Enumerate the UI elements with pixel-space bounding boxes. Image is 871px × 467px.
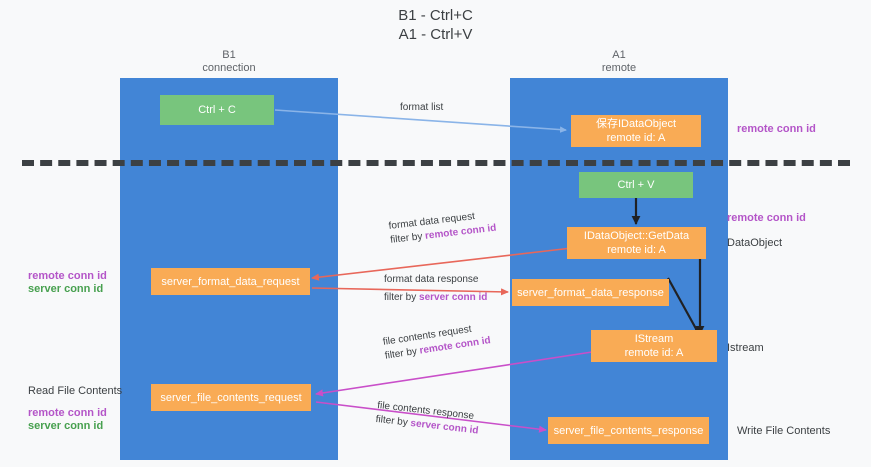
box-save-idataobject[interactable]: 保存IDataObject remote id: A bbox=[571, 115, 701, 147]
box-ctrl-v[interactable]: Ctrl + V bbox=[579, 172, 693, 198]
box-istream-line2: remote id: A bbox=[624, 347, 684, 359]
box-idataobject-getdata-line1: IDataObject::GetData bbox=[583, 230, 690, 242]
side-label-remote-conn-id-dataobject: remote conn id bbox=[727, 212, 806, 224]
edge-label-format-data-response-key: server conn id bbox=[419, 292, 488, 303]
edge-label-format-data-request-prefix: filter by bbox=[389, 230, 426, 246]
box-server-file-contents-request-line1: server_file_contents_request bbox=[160, 391, 302, 404]
side-label-dataobject: DataObject bbox=[727, 237, 783, 249]
side-label-remote-conn-id-top: remote conn id bbox=[737, 123, 816, 135]
box-istream[interactable]: IStream remote id: A bbox=[591, 330, 717, 362]
box-server-format-data-request[interactable]: server_format_data_request bbox=[151, 268, 310, 295]
title-line-1: B1 - Ctrl+C bbox=[398, 7, 473, 24]
side-label-left-server-conn-id-2: server conn id bbox=[28, 420, 104, 432]
edge-label-format-data-response: format data response filter by server co… bbox=[384, 273, 487, 305]
box-ctrl-v-line1: Ctrl + V bbox=[617, 179, 655, 191]
box-server-format-data-request-line1: server_format_data_request bbox=[161, 275, 300, 288]
box-server-format-data-response[interactable]: server_format_data_response bbox=[512, 279, 669, 306]
column-header-a1-name: A1 bbox=[612, 49, 626, 61]
column-header-a1: A1 remote bbox=[509, 49, 729, 75]
box-server-file-contents-response[interactable]: server_file_contents_response bbox=[548, 417, 709, 444]
title-line-2: A1 - Ctrl+V bbox=[398, 26, 473, 43]
edge-label-file-contents-request: file contents request filter by remote c… bbox=[382, 320, 492, 363]
edge-label-file-contents-request-prefix: filter by bbox=[384, 345, 421, 362]
side-label-write-file-contents: Write File Contents bbox=[737, 425, 831, 437]
box-server-format-data-response-line1: server_format_data_response bbox=[517, 286, 664, 299]
edge-label-format-list: format list bbox=[400, 101, 443, 115]
edge-label-file-contents-response: file contents response filter by server … bbox=[375, 399, 481, 439]
edge-label-format-data-response-prefix: filter by bbox=[384, 292, 420, 303]
column-header-a1-subtitle: remote bbox=[601, 62, 637, 74]
box-server-file-contents-request[interactable]: server_file_contents_request bbox=[151, 384, 311, 411]
side-label-istream: Istream bbox=[727, 342, 764, 354]
column-header-b1-subtitle: connection bbox=[202, 62, 256, 74]
box-idataobject-getdata-line2: remote id: A bbox=[607, 244, 666, 256]
box-save-idataobject-line2: remote id: A bbox=[606, 132, 666, 144]
side-label-left-remote-conn-id-1: remote conn id bbox=[28, 270, 107, 282]
box-istream-line1: IStream bbox=[634, 333, 674, 345]
box-idataobject-getdata[interactable]: IDataObject::GetData remote id: A bbox=[567, 227, 706, 259]
diagram-title: B1 - Ctrl+C A1 - Ctrl+V bbox=[0, 6, 871, 44]
edge-label-format-list-text: format list bbox=[400, 102, 444, 113]
box-ctrl-c[interactable]: Ctrl + C bbox=[160, 95, 274, 125]
box-save-idataobject-line1: 保存IDataObject bbox=[595, 118, 677, 130]
box-server-file-contents-response-line1: server_file_contents_response bbox=[553, 424, 704, 437]
edge-label-format-data-request: format data request filter by remote con… bbox=[388, 208, 497, 248]
side-label-left-server-conn-id-1: server conn id bbox=[28, 283, 104, 295]
edge-label-file-contents-response-prefix: filter by bbox=[375, 413, 412, 429]
section-divider bbox=[22, 160, 850, 166]
side-label-left-remote-conn-id-2: remote conn id bbox=[28, 407, 107, 419]
box-ctrl-c-line1: Ctrl + C bbox=[198, 104, 236, 116]
column-header-b1-name: B1 bbox=[222, 49, 236, 61]
side-label-read-file-contents: Read File Contents bbox=[28, 385, 123, 397]
column-header-b1: B1 connection bbox=[119, 49, 339, 75]
edge-label-format-data-response-text: format data response bbox=[384, 274, 479, 285]
